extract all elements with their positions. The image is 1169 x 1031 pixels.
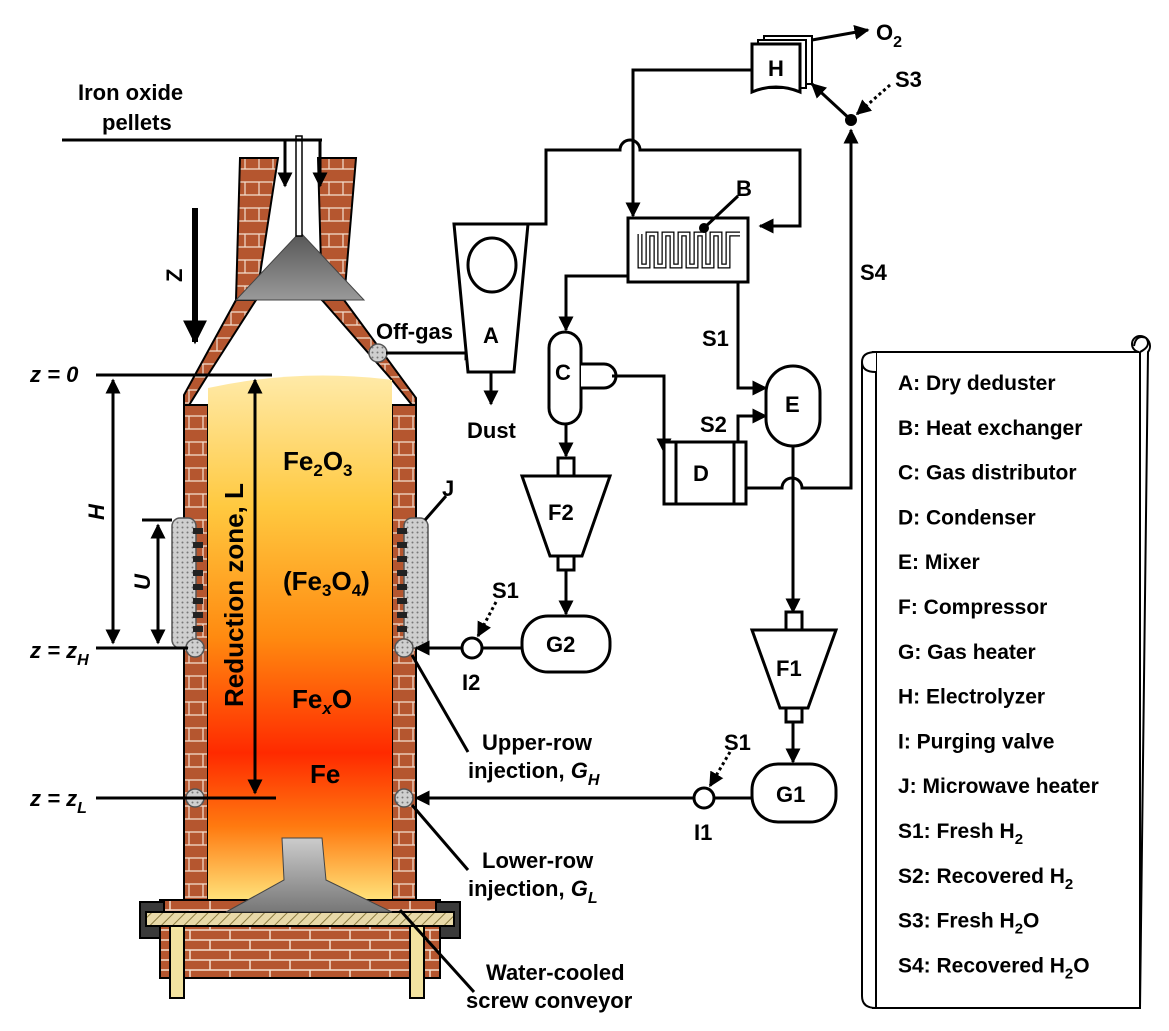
dust-label: Dust [467,418,517,443]
S1-G2-label: S1 [492,578,519,603]
line-H-to-B [625,68,752,218]
upper-label-2: injection, GH [468,758,600,789]
unit-F2-label: F2 [548,500,574,525]
unit-B-label: B [736,176,752,201]
line-A-to-B [528,138,802,234]
unit-H-electrolyzer [750,35,813,95]
offgas-port [368,343,388,363]
fe3o4-label: (Fe3O4) [283,566,370,600]
legend-item: H: Electrolyzer [898,686,1045,709]
screw-label-2: screw conveyor [466,988,633,1013]
heater-coils-right [397,528,407,632]
fexo-label: FexO [292,684,352,718]
legend-list: A: Dry deduster B: Heat exchanger C: Gas d… [898,372,1099,982]
fe2o3-label: Fe2O3 [283,446,353,480]
legend-item: I: Purging valve [898,730,1054,753]
lower-label-2: injection, GL [468,876,598,907]
fe-label: Fe [310,759,340,789]
screw-leader [398,908,476,994]
line-C-to-D [612,374,672,454]
lower-label-1: Lower-row [482,848,594,873]
line-D-to-E [736,408,768,442]
S3-label: S3 [895,67,922,92]
S1-G1-label: S1 [724,730,751,755]
feed-label-2: pellets [102,110,172,135]
legend-item: G: Gas heater [898,641,1036,664]
unit-E-label: E [785,392,800,417]
legend-scroll [860,334,1151,1009]
I1-label: I1 [694,820,712,845]
J-label: J [442,476,454,501]
unit-D-label: D [693,461,709,486]
legend-item: S1: Fresh H2 [898,820,1023,848]
legend-item: B: Heat exchanger [898,417,1082,440]
unit-G2-gas-heater [520,614,612,674]
legend-item: C: Gas distributor [898,462,1077,485]
legend-item: F: Compressor [898,596,1047,619]
zL-label: z = zL [29,786,87,817]
unit-G2-label: G2 [546,632,575,657]
lower-port-right [394,788,414,808]
shaft-furnace [62,135,461,999]
S4-label: S4 [860,260,888,285]
upper-port-left [185,638,205,658]
upper-leader [410,654,470,753]
upper-label-1: Upper-row [482,730,593,755]
unit-F2-compressor [519,456,613,572]
offgas-label: Off-gas [376,319,453,344]
unit-A-label: A [483,323,499,348]
legend-item: J: Microwave heater [898,775,1099,798]
S2-label: S2 [700,412,727,437]
feed-label-1: Iron oxide [78,80,183,105]
microwave-heater-right [403,517,429,649]
I2-label: I2 [462,670,480,695]
unit-H-label: H [768,56,784,81]
unit-F1-label: F1 [776,656,802,681]
legend-item: S4: Recovered H2O [898,954,1090,982]
screw-label-1: Water-cooled [486,960,625,985]
legend-item: A: Dry deduster [898,372,1056,395]
legend-item: S3: Fresh H2O [898,910,1039,938]
svg-text:z = 0: z = 0 [29,362,79,387]
unit-G1-gas-heater [750,762,838,824]
unit-D-condenser [662,440,748,506]
unit-G1-label: G1 [776,782,805,807]
unit-F1-compressor [749,610,839,724]
line-B-to-C [558,274,628,332]
line-B-to-E [736,282,768,396]
heater-coils-left [193,528,203,632]
foundation [159,925,441,979]
valve-I1 [692,786,716,810]
unit-C-label: C [555,360,571,385]
legend-item: D: Condenser [898,506,1036,529]
H-label: H [84,503,109,520]
reduction-zone-label: Reduction zone, L [219,483,249,707]
zH-label: z = zH [29,638,89,669]
feed-rod [295,135,303,237]
U-label: U [130,573,155,590]
discharge-cone [225,837,393,913]
legend-item: E: Mixer [898,551,980,574]
lower-leader [410,804,470,871]
valve-I2 [460,636,484,660]
z-axis-label: Z [162,269,187,282]
burden-cone [234,231,366,301]
S1-top-label: S1 [702,326,729,351]
O2-label: O2 [876,20,902,51]
upper-port-right [394,638,414,658]
legend-item: S2: Recovered H2 [898,865,1073,893]
microwave-heater-left [171,517,197,649]
